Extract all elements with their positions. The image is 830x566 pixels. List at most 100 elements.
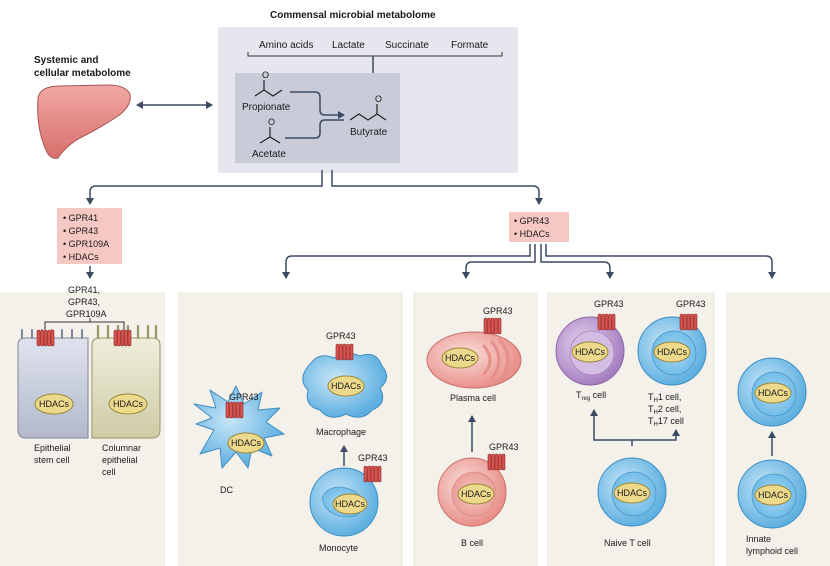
dc-gpr43-label: GPR43	[229, 392, 259, 402]
source-formate: Formate	[451, 40, 489, 51]
ilc-label-line1: Innate	[746, 534, 771, 544]
stem-hdacs-label: HDACs	[39, 399, 70, 409]
monocyte-receptor-icon	[363, 465, 382, 483]
th17-label: TH17 cell	[648, 416, 684, 428]
treg-receptor-icon	[597, 313, 616, 331]
ilc-hdacs-nucleus	[754, 484, 792, 506]
acetate-label: Acetate	[252, 149, 286, 160]
source-succinate: Succinate	[385, 40, 429, 51]
svg-text:O: O	[262, 70, 269, 80]
bcell-hdacs-label: HDACs	[461, 489, 492, 499]
plasma-receptor-icon	[483, 317, 502, 335]
treg-label: Treg cell	[576, 390, 606, 402]
plasma-hdacs-nucleus	[441, 347, 479, 369]
branch-ilc-arrow	[545, 244, 776, 279]
columnar-label-line3: cell	[102, 467, 116, 477]
branch-myeloid-arrow	[282, 244, 531, 279]
branch-tcell-arrow	[540, 244, 614, 279]
stem-cell-receptor-icon	[36, 329, 55, 347]
svg-text:O: O	[375, 94, 382, 104]
plasma-hdacs-label: HDACs	[445, 353, 476, 363]
systemic-title-line2: cellular metabolome	[34, 68, 131, 79]
monocyte-label: Monocyte	[319, 543, 358, 553]
macrophage-receptor-icon	[335, 343, 354, 361]
liver-illustration	[37, 84, 131, 159]
epithelial-receptors-line3: GPR109A	[66, 309, 107, 319]
branch-right-arrow	[331, 170, 543, 205]
butyrate-structure	[349, 104, 387, 121]
naive-to-treg-arrow	[590, 409, 633, 446]
th-receptor-icon	[679, 313, 698, 331]
bcell-gpr43-label: GPR43	[489, 442, 519, 452]
dc-receptor-icon	[225, 401, 244, 419]
left-box-item-1: • GPR41	[63, 213, 98, 223]
butyrate-label: Butyrate	[350, 127, 388, 138]
propionate-structure	[254, 80, 283, 97]
columnar-epithelial-cell	[91, 337, 161, 439]
svg-text:O: O	[268, 117, 275, 127]
epithelial-stem-cell	[17, 337, 89, 439]
columnar-label-line1: Columnar	[102, 443, 141, 453]
left-box-item-4: • HDACs	[63, 252, 99, 262]
macrophage-gpr43-label: GPR43	[326, 331, 356, 341]
right-box-item-1: • GPR43	[514, 216, 549, 226]
macrophage-hdacs-label: HDACs	[331, 381, 362, 391]
bcell-hdacs-nucleus	[457, 483, 495, 505]
dc-hdacs-nucleus	[227, 432, 265, 454]
epithelial-receptor-bracket	[44, 318, 125, 330]
bcell-label: B cell	[461, 538, 483, 548]
stem-label-line1: Epithelial	[34, 443, 71, 453]
ilc-hdacs-label: HDACs	[758, 490, 789, 500]
propionate-to-butyrate-arrow	[290, 91, 345, 119]
plasma-gpr43-label: GPR43	[483, 306, 513, 316]
source-amino-acids: Amino acids	[259, 40, 313, 51]
right-box-item-2: • HDACs	[514, 229, 550, 239]
columnar-hdacs-nucleus	[108, 393, 148, 415]
treg-hdacs-label: HDACs	[575, 347, 606, 357]
th-gpr43-label: GPR43	[676, 299, 706, 309]
th-hdacs-nucleus	[653, 341, 691, 363]
stem-label-line2: stem cell	[34, 455, 70, 465]
th1-label: TH1 cell,	[648, 392, 681, 404]
epithelial-receptors-line1: GPR41,	[68, 285, 100, 295]
epithelial-receptors-line2: GPR43,	[68, 297, 100, 307]
epithelial-receptor-box	[57, 208, 122, 264]
acetate-to-butyrate-arrow	[285, 119, 344, 139]
naive-to-th-arrow	[632, 429, 680, 441]
metabolome-title: Commensal microbial metabolome	[270, 10, 436, 21]
scfa-inner-panel	[235, 73, 400, 163]
stem-hdacs-nucleus	[34, 393, 74, 415]
columnar-hdacs-label: HDACs	[113, 399, 144, 409]
monocyte-hdacs-nucleus	[332, 493, 368, 515]
branch-bcell-arrow	[462, 244, 536, 279]
th-hdacs-label: HDACs	[657, 347, 688, 357]
monocyte-gpr43-label: GPR43	[358, 453, 388, 463]
naive-t-label: Naive T cell	[604, 538, 651, 548]
treg-gpr43-label: GPR43	[594, 299, 624, 309]
treg-hdacs-nucleus	[571, 341, 609, 363]
dc-label: DC	[220, 485, 233, 495]
naive-hdacs-nucleus	[613, 482, 651, 504]
ilc-activated-hdacs-label: HDACs	[758, 388, 789, 398]
sources-bracket	[247, 52, 503, 57]
propionate-label: Propionate	[242, 102, 291, 113]
immune-receptor-box	[509, 212, 569, 242]
columnar-label-line2: epithelial	[102, 455, 138, 465]
macrophage-hdacs-nucleus	[327, 375, 365, 397]
left-box-item-3: • GPR109A	[63, 239, 109, 249]
branch-left-arrow	[86, 170, 323, 205]
columnar-cell-receptor-icon	[113, 329, 132, 347]
ilc-label-line2: lymphoid cell	[746, 546, 798, 556]
dc-hdacs-label: HDACs	[231, 438, 262, 448]
plasma-label: Plasma cell	[450, 393, 496, 403]
macrophage-label: Macrophage	[316, 427, 366, 437]
acetate-structure	[259, 127, 281, 144]
th2-label: TH2 cell,	[648, 404, 681, 416]
bcell-receptor-icon	[487, 453, 506, 471]
source-lactate: Lactate	[332, 40, 365, 51]
naive-hdacs-label: HDACs	[617, 488, 648, 498]
left-box-item-2: • GPR43	[63, 226, 98, 236]
monocyte-hdacs-label: HDACs	[335, 499, 366, 509]
ilc-activated-hdacs-nucleus	[754, 382, 792, 404]
